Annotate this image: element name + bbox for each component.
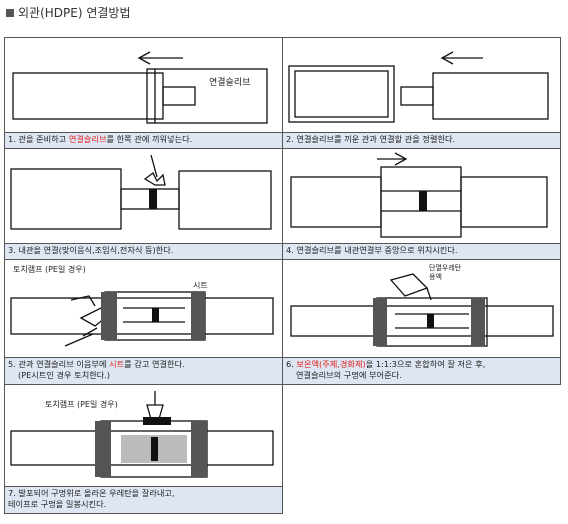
step-5-caption-line1: 5. 관과 연결슬리브 이음부에 시트를 감고 연결한다. [8, 359, 279, 370]
step-5-caption-highlight: 시트 [109, 359, 125, 369]
step-7-caption: 7. 발포되어 구멍위로 올라온 우레탄을 잘라내고, 테이프로 구멍을 밀봉시… [5, 486, 282, 513]
step-4-illustration [290, 152, 548, 238]
step-5-cell: 토치램프 (PE일 경우) 시트 5. 관과 연결슬리브 이음부에 시트를 감고… [4, 259, 283, 385]
page-title-text: 외관(HDPE) 연결방법 [18, 6, 131, 20]
step-6-cell: 단열우레탄 용액 6. 보온액(주제,경화제)을 1:1:3으로 혼합하여 잘 … [282, 259, 561, 385]
step-6-caption-line1: 6. 보온액(주제,경화제)을 1:1:3으로 혼합하여 잘 저은 후, [286, 359, 557, 370]
step-1-illustration [12, 51, 268, 124]
step-5-caption-text-end: 를 감고 연결한다. [124, 359, 185, 369]
page-title: 외관(HDPE) 연결방법 [6, 4, 131, 21]
step-1-cell: 연결슬리브 1. 관을 준비하고 연결슬리브를 한쪽 관에 끼워넣는다. [4, 37, 283, 149]
torch-label-7: 토치램프 (PE일 경우) [45, 400, 118, 409]
step-6-caption-line2: 연결슬리브의 구멍에 부어준다. [296, 370, 402, 380]
step-2-caption-text: 2. 연결슬리브를 끼운 관과 연결할 관을 정렬한다. [286, 134, 456, 144]
step-1-caption-text-end: 를 한쪽 관에 끼워넣는다. [106, 134, 193, 144]
step-5-caption: 5. 관과 연결슬리브 이음부에 시트를 감고 연결한다. (PE시트인 경우 … [5, 357, 282, 384]
step-6-caption-text-end: 을 1:1:3으로 혼합하여 잘 저은 후, [365, 359, 486, 369]
step-3-illustration [10, 154, 272, 230]
step-4-caption: 4. 연결슬리브를 내관연결부 중앙으로 위치시킨다. [283, 243, 560, 259]
step-2-illustration [288, 51, 549, 123]
urethane-label: 단열우레탄 용액 [429, 264, 462, 281]
step-3-cell: 3. 내관을 연결(맞이음식,조임식,전자식 등)한다. [4, 148, 283, 260]
sleeve-label: 연결슬리브 [209, 78, 251, 88]
steps-grid: 연결슬리브 1. 관을 준비하고 연결슬리브를 한쪽 관에 끼워넣는다. 2. … [4, 37, 561, 514]
step-6-illustration [290, 273, 554, 347]
sheet-label: 시트 [193, 281, 208, 290]
step-3-caption: 3. 내관을 연결(맞이음식,조임식,전자식 등)한다. [5, 243, 282, 259]
step-1-caption: 1. 관을 준비하고 연결슬리브를 한쪽 관에 끼워넣는다. [5, 132, 282, 148]
step-7-illustration [10, 391, 274, 478]
step-7-caption-line2: 테이프로 구멍을 밀봉시킨다. [8, 499, 107, 509]
bullet-square-icon [6, 8, 14, 17]
step-6-caption-text: 6. [286, 359, 297, 369]
step-7-cell: 토치램프 (PE일 경우) 7. 발포되어 구멍위로 올라온 우레탄을 잘라내고… [4, 384, 283, 514]
step-5-caption-text: 5. 관과 연결슬리브 이음부에 [8, 359, 110, 369]
step-2-cell: 2. 연결슬리브를 끼운 관과 연결할 관을 정렬한다. [282, 37, 561, 149]
torch-label: 토치램프 (PE일 경우) [13, 265, 86, 274]
step-3-caption-text: 3. 내관을 연결(맞이음식,조임식,전자식 등)한다. [8, 245, 174, 255]
step-2-caption: 2. 연결슬리브를 끼운 관과 연결할 관을 정렬한다. [283, 132, 560, 148]
step-1-caption-highlight: 연결슬리브 [68, 134, 107, 144]
step-4-cell: 4. 연결슬리브를 내관연결부 중앙으로 위치시킨다. [282, 148, 561, 260]
step-5-illustration [10, 291, 274, 347]
step-7-caption-line1: 7. 발포되어 구멍위로 올라온 우레탄을 잘라내고, [8, 488, 175, 498]
step-1-caption-text: 1. 관을 준비하고 [8, 134, 69, 144]
step-6-caption: 6. 보온액(주제,경화제)을 1:1:3으로 혼합하여 잘 저은 후, 연결슬… [283, 357, 560, 384]
step-4-caption-text: 4. 연결슬리브를 내관연결부 중앙으로 위치시킨다. [286, 245, 458, 255]
step-6-caption-highlight: 보온액(주제,경화제) [296, 359, 366, 369]
step-5-caption-line2: (PE시트인 경우 토치한다.) [18, 370, 111, 380]
